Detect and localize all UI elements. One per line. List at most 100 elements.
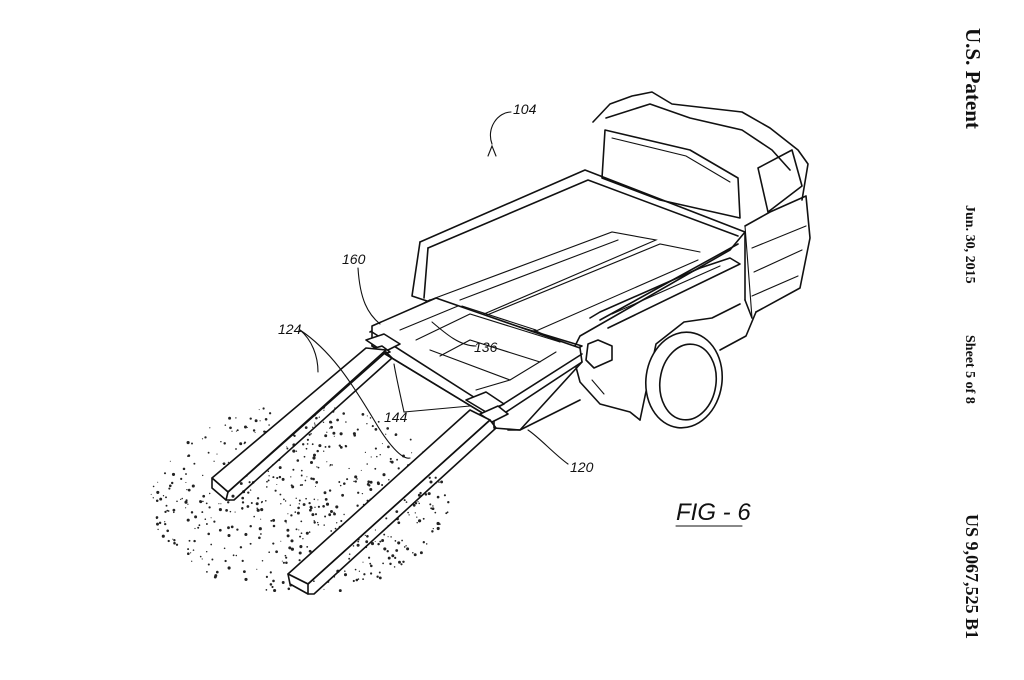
loading-ramp-right: [287, 409, 497, 595]
gravel-dot: [229, 510, 232, 513]
gravel-dot: [311, 443, 314, 446]
gravel-dot: [223, 547, 226, 550]
gravel-dot: [385, 517, 388, 520]
gravel-dot: [241, 501, 245, 504]
gravel-dot: [266, 480, 268, 483]
gravel-dot: [315, 481, 319, 484]
gravel-dot: [234, 511, 236, 513]
gravel-dot: [393, 566, 396, 568]
gravel-dot: [208, 492, 211, 495]
gravel-dot: [313, 521, 316, 524]
gravel-dot: [272, 476, 275, 479]
gravel-dot: [248, 481, 251, 484]
gravel-dot: [386, 550, 389, 553]
gravel-dot: [387, 556, 391, 560]
gravel-dot: [272, 518, 276, 522]
gravel-dot: [173, 539, 176, 542]
gravel-dot: [305, 497, 307, 500]
gravel-dot: [268, 475, 270, 477]
gravel-dot: [157, 481, 159, 483]
gravel-dot: [419, 551, 423, 555]
gravel-dot: [312, 426, 314, 428]
gravel-dot: [227, 533, 231, 538]
gravel-dot: [297, 506, 300, 510]
gravel-dot: [290, 514, 293, 517]
gravel-dot: [285, 561, 288, 565]
gravel-dot: [436, 495, 440, 499]
gravel-dot: [229, 426, 232, 430]
gravel-dot: [389, 562, 392, 566]
gravel-dot: [193, 462, 196, 465]
gravel-dot: [295, 450, 298, 452]
gravel-dot: [202, 494, 206, 498]
gravel-dot: [436, 526, 440, 531]
gravel-dot: [394, 556, 397, 560]
gravel-dot: [296, 511, 300, 515]
gravel-dot: [170, 481, 174, 485]
gravel-dot: [333, 512, 336, 516]
gravel-dot: [300, 469, 303, 472]
gravel-dot: [256, 507, 258, 509]
gravel-dot: [259, 420, 261, 422]
gravel-dot: [205, 570, 208, 573]
gravel-dot: [336, 418, 339, 422]
gravel-dot: [394, 433, 398, 436]
gravel-dot: [173, 541, 176, 545]
gravel-dot: [377, 420, 380, 423]
gravel-dot: [190, 511, 194, 514]
gravel-dot: [374, 529, 376, 531]
reference-numerals: 104 160 124 136 144 120: [278, 101, 594, 475]
gravel-dot: [310, 432, 312, 435]
gravel-dot: [378, 571, 381, 574]
gravel-dot: [286, 447, 289, 450]
gravel-dot: [324, 515, 327, 518]
gravel-dot: [387, 536, 389, 538]
gravel-dot: [210, 543, 213, 546]
gravel-dot: [387, 445, 390, 449]
ref-160: 160: [342, 251, 366, 267]
gravel-dot: [339, 446, 343, 449]
gravel-dot: [235, 554, 238, 557]
gravel-dot: [268, 424, 270, 426]
gravel-dot: [246, 505, 250, 508]
gravel-dot: [364, 451, 366, 453]
gravel-dot: [369, 488, 373, 491]
gravel-dot: [318, 416, 320, 418]
gravel-dot: [180, 477, 183, 480]
gravel-dot: [224, 559, 227, 563]
gravel-dot: [265, 589, 268, 591]
gravel-dot: [408, 514, 410, 516]
gravel-dot: [276, 484, 278, 485]
gravel-dot: [164, 510, 167, 514]
gravel-dot: [370, 564, 373, 568]
gravel-dot: [360, 469, 362, 471]
gravel-dot: [324, 445, 327, 448]
gravel-dot: [374, 428, 378, 431]
gravel-dot: [286, 534, 290, 538]
gravel-dot: [152, 485, 155, 488]
gravel-dot: [287, 587, 291, 591]
gravel-dot: [281, 581, 285, 584]
gravel-dot: [272, 524, 276, 528]
gravel-dot: [414, 512, 416, 514]
gravel-dot: [425, 543, 428, 545]
gravel-dot: [236, 528, 239, 531]
gravel-dot: [256, 497, 260, 500]
gravel-dot: [332, 431, 336, 435]
gravel-dot: [263, 430, 266, 433]
gravel-dot: [323, 588, 325, 590]
gravel-dot: [172, 508, 176, 512]
gravel-dot: [383, 533, 386, 536]
gravel-dot: [338, 589, 342, 593]
gravel-dot: [244, 577, 248, 581]
gravel-dot: [323, 524, 325, 526]
gravel-dot: [348, 553, 351, 555]
gravel-dot: [390, 460, 394, 464]
gravel-dot: [395, 549, 399, 552]
gravel-dot: [418, 519, 422, 523]
gravel-dot: [267, 470, 270, 473]
gravel-dot: [156, 522, 159, 526]
gravel-dot: [253, 515, 255, 518]
gravel-dot: [446, 511, 449, 514]
